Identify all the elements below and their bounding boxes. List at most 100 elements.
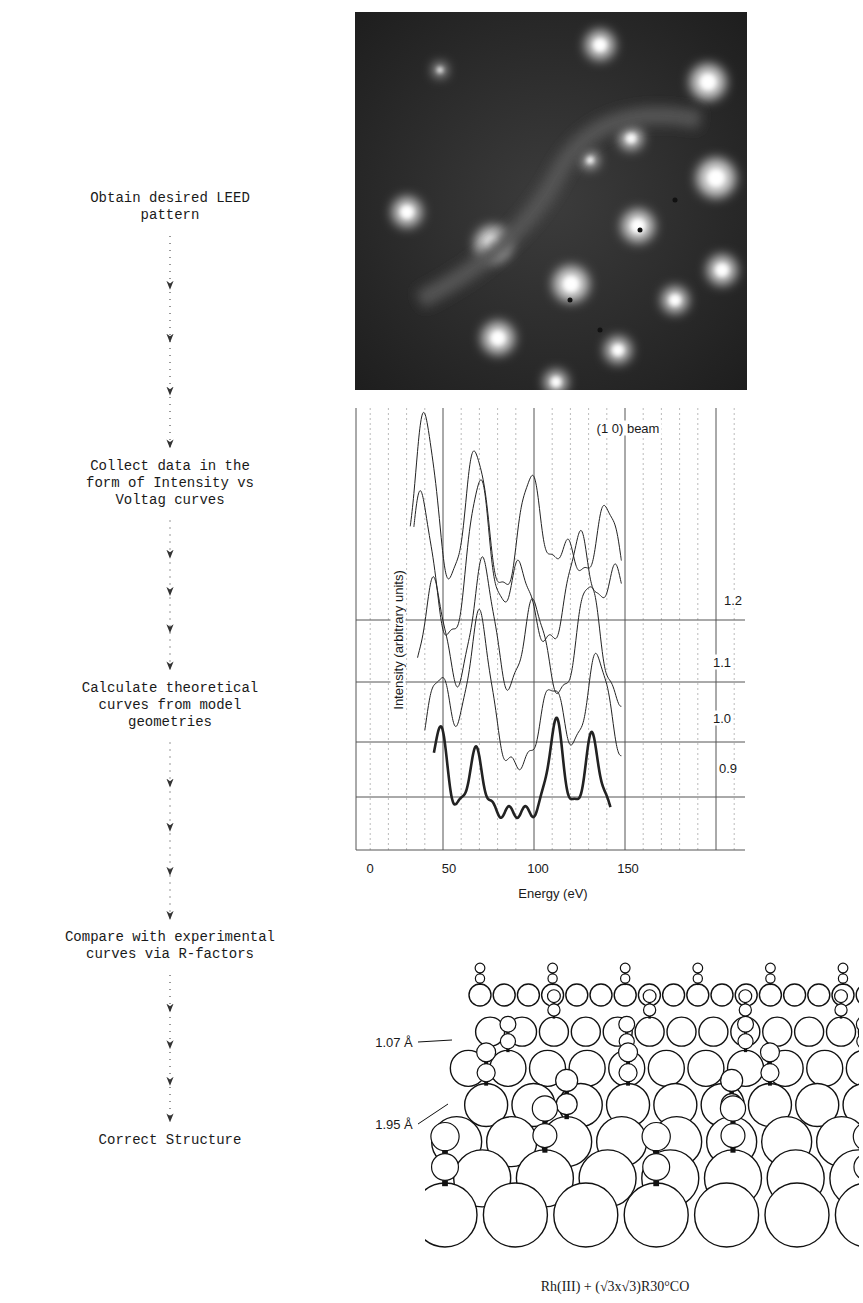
oxygen-atom: [721, 1069, 743, 1091]
carbon-atom: [477, 1064, 495, 1082]
diffraction-spot-halo: [553, 266, 588, 301]
diffraction-spot-halo: [605, 337, 631, 363]
grid-line: [497, 408, 498, 850]
theory-curve: [425, 609, 622, 770]
rh-atom: [835, 1183, 859, 1247]
chart-label: Energy (eV): [516, 886, 589, 901]
diffraction-spot: [708, 170, 725, 187]
rh-atom: [667, 1017, 696, 1046]
oxygen-atom: [738, 1016, 754, 1032]
oxygen-atom: [760, 1043, 779, 1062]
oxygen-atom: [642, 1122, 670, 1150]
rh-atom: [735, 984, 757, 1006]
carbon-atom: [693, 974, 702, 983]
grid-line: [716, 408, 717, 850]
oxygen-atom: [856, 1016, 859, 1032]
diffraction-spot-halo: [434, 64, 447, 77]
figure-caption: Rh(III) + (√3x√3)R30°CO: [541, 1279, 690, 1295]
oxygen-atom: [838, 963, 848, 973]
rh-atom: [554, 1183, 618, 1247]
rh-atom: [425, 1183, 477, 1247]
rh-atom: [648, 1050, 684, 1086]
carbon-atom: [766, 974, 775, 983]
rh-atom: [687, 984, 709, 1006]
step-text: Compare with experimental curves via R-f…: [49, 929, 291, 963]
grid-line: [356, 682, 745, 683]
oxygen-atom: [835, 990, 848, 1003]
grid-line: [697, 408, 698, 850]
carbon-atom: [738, 1034, 753, 1049]
chart-label: 1.2: [722, 593, 744, 608]
carbon-atom: [835, 1004, 847, 1016]
oxygen-atom: [619, 1043, 638, 1062]
theory-curve: [410, 412, 621, 584]
rh-atom: [688, 1050, 724, 1086]
screen-dot: [598, 328, 603, 333]
grid-line: [734, 408, 735, 850]
flow-arrow: [170, 236, 171, 448]
carbon-atom: [500, 1034, 515, 1049]
axis-line: [356, 408, 357, 850]
oxygen-atom: [766, 963, 776, 973]
diffraction-spot: [594, 39, 607, 52]
step-text: Obtain desired LEED pattern: [79, 190, 261, 224]
carbon-atom: [643, 1154, 670, 1181]
oxygen-atom: [853, 1122, 859, 1150]
oxygen-atom: [548, 990, 561, 1003]
diffraction-spot: [612, 344, 623, 355]
diffraction-spot-halo: [662, 287, 688, 313]
diffraction-spot-halo: [586, 31, 615, 60]
diffraction-spot: [669, 294, 680, 305]
surface-structure-model: [413, 963, 863, 1247]
leed-pattern-photo: [355, 12, 747, 393]
step-text: Collect data in the form of Intensity vs…: [84, 458, 256, 509]
experimental-curve: [434, 718, 611, 818]
rh-atom: [638, 984, 660, 1006]
oxygen-atom: [532, 1096, 557, 1121]
carbon-atom: [533, 1124, 557, 1148]
theory-curve: [414, 480, 621, 642]
diffraction-spot: [716, 264, 729, 277]
grid-line: [643, 408, 644, 850]
rh-atom: [807, 1050, 843, 1086]
rh-atom: [699, 1017, 728, 1046]
rh-atom: [663, 984, 685, 1006]
diffraction-spot: [401, 206, 414, 219]
diffraction-spot-halo: [482, 322, 514, 354]
grid-line: [661, 408, 662, 850]
diffraction-spot-halo: [622, 210, 654, 242]
grid-line: [570, 408, 571, 850]
flow-arrow: [170, 521, 171, 670]
oxygen-atom: [693, 963, 703, 973]
rh-atom: [635, 1017, 664, 1046]
diffraction-spot: [563, 276, 578, 291]
diffraction-spot: [700, 74, 715, 89]
iv-curve-chart: [356, 408, 745, 850]
grid-line: [552, 408, 553, 850]
rh-atom: [832, 984, 854, 1006]
oxygen-atom: [620, 963, 630, 973]
leader-line: [418, 1040, 452, 1042]
rh-atom: [795, 1017, 824, 1046]
rh-atom: [763, 1017, 792, 1046]
oxygen-atom: [720, 1096, 745, 1121]
chart-label: 1.1: [711, 655, 733, 670]
flow-step: Collect data in the form of Intensity vs…: [80, 456, 260, 511]
rh-atom: [571, 1017, 600, 1046]
carbon-atom: [475, 974, 484, 983]
grid-line: [388, 408, 389, 850]
screen-dot: [568, 298, 573, 303]
diffraction-spot-halo: [697, 159, 735, 197]
grid-line: [370, 408, 371, 850]
carbon-atom: [548, 974, 557, 983]
rh-atom: [614, 984, 636, 1006]
rh-atom: [542, 984, 564, 1006]
rh-atom: [483, 1183, 547, 1247]
carbon-atom: [548, 1004, 560, 1016]
diffraction-spot-halo: [545, 371, 567, 390]
diffraction-spot-halo: [393, 198, 422, 227]
grid-line: [356, 797, 745, 798]
rh-atom: [566, 984, 588, 1006]
rh-atom: [846, 1050, 859, 1086]
